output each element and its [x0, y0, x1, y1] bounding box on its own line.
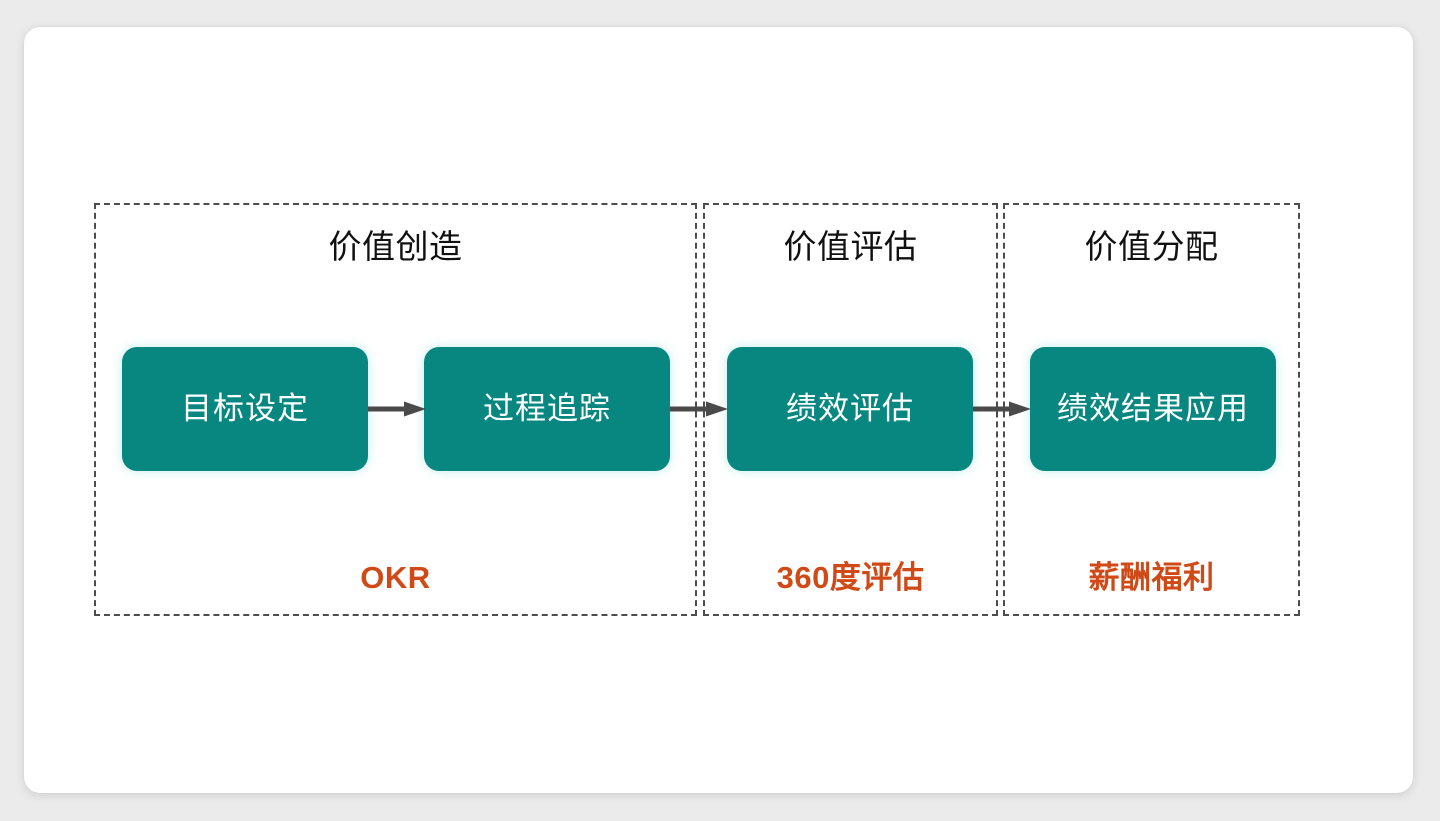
step-box-goal-setting[interactable]: 目标设定	[122, 347, 368, 471]
stage-panel-value-creation[interactable]: 价值创造 OKR	[94, 203, 697, 616]
stage-title-value-assessment: 价值评估	[783, 228, 918, 265]
performance-management-flow-diagram: 价值创造 OKR 价值评估 360度评估 价值分配 薪酬福利 目标设定 过程追踪…	[24, 27, 1413, 793]
step-box-performance-result-application[interactable]: 绩效结果应用	[1030, 347, 1276, 471]
stage-tag-value-assessment: 360度评估	[776, 559, 925, 595]
stage-panel-value-allocation[interactable]: 价值分配 薪酬福利	[1003, 203, 1300, 616]
arrow-right-icon-goal-to-process	[368, 401, 426, 417]
step-box-process-tracking[interactable]: 过程追踪	[424, 347, 670, 471]
step-label-performance-review: 绩效评估	[786, 391, 914, 427]
stage-tag-value-creation: OKR	[360, 559, 431, 595]
step-label-performance-result-application: 绩效结果应用	[1057, 391, 1249, 427]
slide-card: 价值创造 OKR 价值评估 360度评估 价值分配 薪酬福利 目标设定 过程追踪…	[24, 27, 1413, 793]
arrow-right-icon-process-to-review	[670, 401, 728, 417]
step-label-process-tracking: 过程追踪	[483, 391, 611, 427]
stage-title-value-allocation: 价值分配	[1084, 228, 1219, 265]
stage-title-value-creation: 价值创造	[328, 228, 463, 265]
step-label-goal-setting: 目标设定	[181, 391, 309, 427]
stage-tag-value-allocation: 薪酬福利	[1088, 559, 1215, 595]
step-box-performance-review[interactable]: 绩效评估	[727, 347, 973, 471]
arrow-right-icon-review-to-result	[973, 401, 1031, 417]
